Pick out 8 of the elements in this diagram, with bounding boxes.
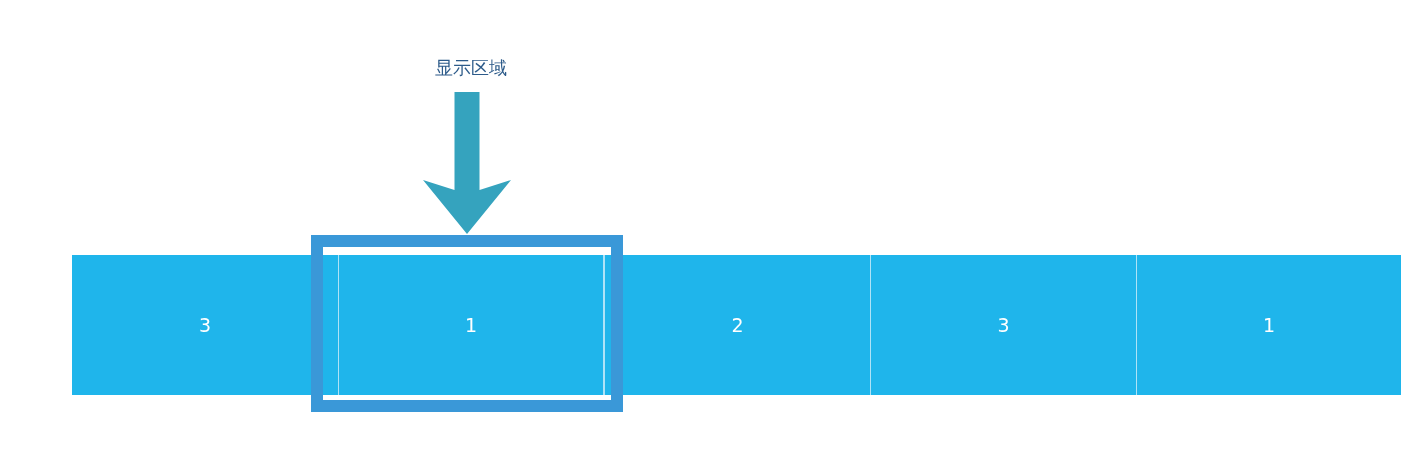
caption-text: 显示区域: [421, 56, 521, 80]
page-cell: 2: [604, 255, 870, 395]
page-cell: 3: [870, 255, 1136, 395]
page-cell: 3: [72, 255, 338, 395]
page-cell: 1: [1136, 255, 1401, 395]
viewport-frame: [311, 235, 623, 412]
page-cell: 1: [338, 255, 604, 395]
block-arrow: [423, 92, 511, 234]
